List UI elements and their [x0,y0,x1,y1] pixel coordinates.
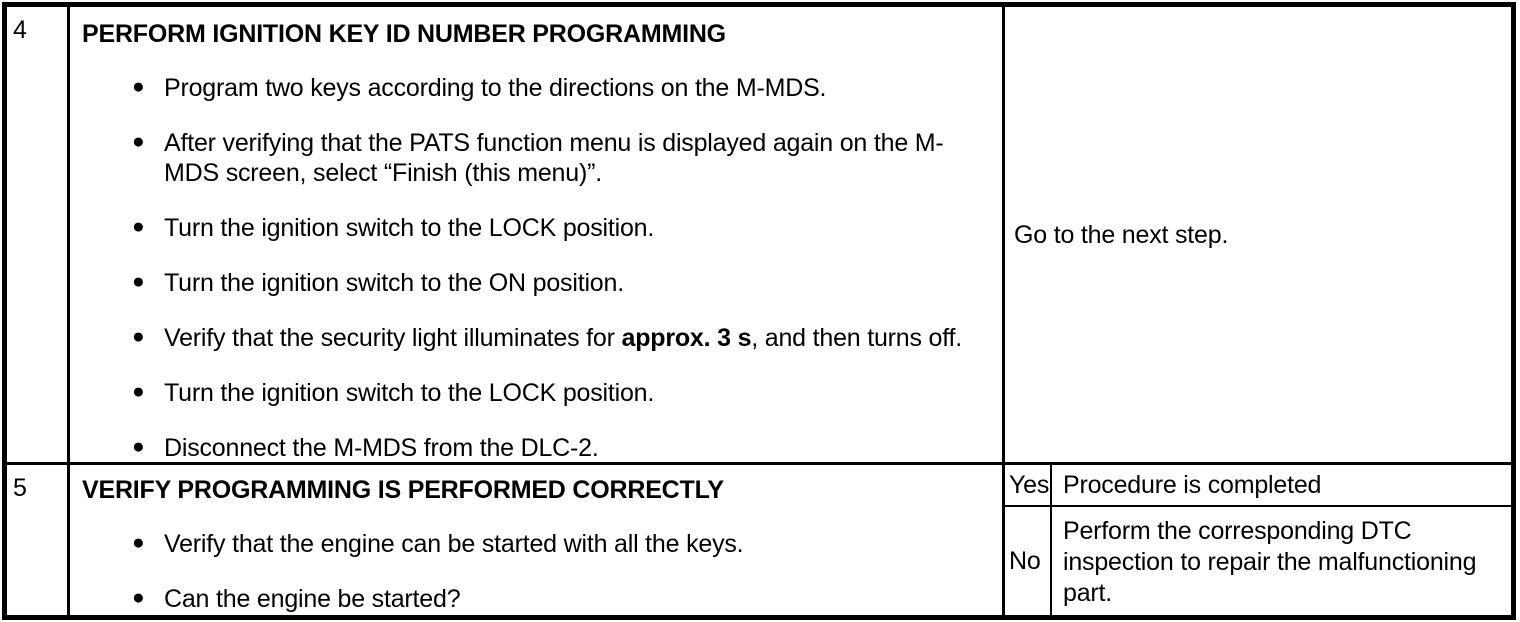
bullet-text: Can the engine be started? [164,585,461,613]
bullet-text-bold: approx. 3 s [621,324,752,352]
result-option-no: No Perform the corresponding DTC inspect… [1005,507,1511,615]
action-cell: PERFORM IGNITION KEY ID NUMBER PROGRAMMI… [70,7,1005,465]
bullet-icon: ● [132,75,145,98]
result-option-yes: Yes Procedure is completed [1005,465,1511,507]
action-bullet-list: ● Verify that the engine can be started … [82,529,987,614]
answer-action-cell: Procedure is completed [1052,465,1511,505]
result-cell: Yes Procedure is completed No Perform th… [1005,465,1511,615]
result-text: Go to the next step. [1014,220,1229,249]
bullet-icon: ● [132,130,145,153]
bullet-text: Turn the ignition switch to the LOCK pos… [164,379,655,407]
bullet-text: After verifying that the PATS function m… [164,129,944,187]
table-row-step-4: 4 PERFORM IGNITION KEY ID NUMBER PROGRAM… [7,7,1511,465]
action-heading: PERFORM IGNITION KEY ID NUMBER PROGRAMMI… [82,20,726,48]
bullet-item: ● Verify that the engine can be started … [82,529,987,559]
answer-action-text: Procedure is completed [1063,471,1322,499]
bullet-icon: ● [132,380,145,403]
bullet-item: ● Verify that the security light illumin… [82,323,987,353]
action-bullet-list: ● Program two keys according to the dire… [82,73,987,462]
result-cell: Go to the next step. [1005,7,1511,465]
bullet-text: Verify that the security light illuminat… [164,324,962,352]
answer-action-cell: Perform the corresponding DTC inspection… [1052,507,1511,615]
bullet-icon: ● [132,325,145,348]
bullet-item: ● Turn the ignition switch to the ON pos… [82,268,987,298]
bullet-icon: ● [132,215,145,238]
action-cell: VERIFY PROGRAMMING IS PERFORMED CORRECTL… [70,465,1005,615]
bullet-item: ● Turn the ignition switch to the LOCK p… [82,213,987,243]
answer-cell: No [1005,507,1052,615]
bullet-icon: ● [132,531,145,554]
step-number: 5 [13,474,27,502]
bullet-text: Disconnect the M-MDS from the DLC-2. [164,434,599,462]
answer-cell: Yes [1005,465,1052,505]
step-number-cell: 4 [7,7,70,465]
answer-label: No [1009,546,1041,575]
bullet-item: ● Program two keys according to the dire… [82,73,987,103]
bullet-item: ● Turn the ignition switch to the LOCK p… [82,378,987,408]
bullet-text-pre: Verify that the security light illuminat… [164,324,622,352]
bullet-icon: ● [132,586,145,609]
step-number: 4 [13,16,27,44]
bullet-text: Turn the ignition switch to the LOCK pos… [164,214,655,242]
step-number-cell: 5 [7,465,70,615]
bullet-icon: ● [132,435,145,458]
bullet-item: ● Can the engine be started? [82,584,987,614]
bullet-icon: ● [132,270,145,293]
bullet-item: ● Disconnect the M-MDS from the DLC-2. [82,433,987,462]
action-heading: VERIFY PROGRAMMING IS PERFORMED CORRECTL… [82,476,724,504]
answer-action-text: Perform the corresponding DTC inspection… [1063,517,1477,607]
table-row-step-5: 5 VERIFY PROGRAMMING IS PERFORMED CORREC… [7,465,1511,615]
bullet-item: ● After verifying that the PATS function… [82,128,987,188]
bullet-text: Program two keys according to the direct… [164,74,827,102]
bullet-text-post: , and then turns off. [751,324,963,352]
bullet-text: Verify that the engine can be started wi… [164,530,744,558]
answer-label: Yes [1009,470,1050,499]
bullet-text: Turn the ignition switch to the ON posit… [164,269,624,297]
